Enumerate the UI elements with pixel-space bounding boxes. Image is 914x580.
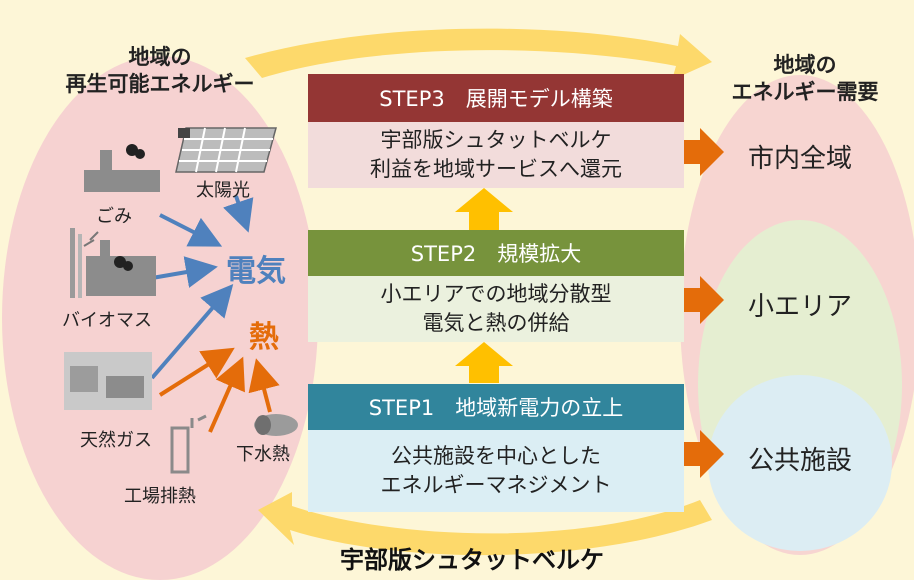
step1-body-line1: 公共施設を中心とした <box>391 444 601 468</box>
up-arrow-step2-to-step3 <box>455 188 513 230</box>
right-arrow-step3 <box>684 128 724 176</box>
source-factory-heat-label: 工場排熱 <box>124 486 196 507</box>
source-sewage-heat-label: 下水熱 <box>236 444 290 465</box>
demand-public-facilities-ellipse <box>708 375 892 551</box>
source-solar-label: 太陽光 <box>196 180 250 201</box>
demand-heading-line1: 地域の <box>773 53 837 77</box>
cycle-arrow-top <box>245 28 712 80</box>
factory-icon <box>170 414 207 474</box>
source-biomass-label: バイオマス <box>62 310 152 331</box>
step3-body: 宇部版シュタットベルケ 利益を地域サービスへ還元 <box>308 122 684 188</box>
arrow-gas-to-electricity <box>150 283 234 380</box>
arrow-garbage-to-electricity <box>159 213 223 247</box>
sewage-pipe-icon <box>254 414 298 436</box>
demand-small-area-label: 小エリア <box>747 292 852 322</box>
step3-header: STEP3 展開モデル構築 <box>308 74 684 122</box>
right-arrow-step1 <box>684 430 724 478</box>
electricity-label: 電気 <box>226 254 286 289</box>
step2-body-line2: 電気と熱の併給 <box>422 311 570 335</box>
demand-public-facilities-label: 公共施設 <box>747 446 852 476</box>
arrow-sewage-to-heat <box>248 358 280 413</box>
up-arrow-step1-to-step2 <box>455 342 513 383</box>
cycle-label: 宇部版シュタットベルケ <box>340 546 604 574</box>
biomass-icon <box>70 228 156 298</box>
step1-header: STEP1 地域新電力の立上 <box>308 384 684 430</box>
step1-body-line2: エネルギーマネジメント <box>380 473 612 497</box>
gas-plant-icon <box>64 352 152 410</box>
demand-heading-line2: エネルギー需要 <box>731 80 879 104</box>
step2-body: 小エリアでの地域分散型 電気と熱の併給 <box>308 276 684 342</box>
cycle-arrow-bottom <box>258 492 712 556</box>
heat-label: 熱 <box>249 320 279 355</box>
source-natural-gas-label: 天然ガス <box>80 430 152 451</box>
demand-citywide-label: 市内全域 <box>747 144 852 174</box>
garbage-plant-icon <box>84 144 160 192</box>
step2-header: STEP2 規模拡大 <box>308 230 684 276</box>
step3-body-line2: 利益を地域サービスへ還元 <box>370 157 622 181</box>
step1-body: 公共施設を中心とした エネルギーマネジメント <box>308 430 684 512</box>
right-arrow-step2 <box>684 276 724 324</box>
arrow-solar-to-electricity <box>223 195 254 233</box>
source-garbage-label: ごみ <box>96 206 132 227</box>
step2-body-line1: 小エリアでの地域分散型 <box>380 282 612 306</box>
supply-area-ellipse <box>2 56 318 580</box>
arrow-factory-to-heat <box>208 356 245 433</box>
demand-heading: 地域の エネルギー需要 <box>700 52 910 106</box>
supply-heading-line2: 再生可能エネルギー <box>65 72 255 96</box>
arrow-biomass-to-electricity <box>151 256 218 288</box>
step3-body-line1: 宇部版シュタットベルケ <box>380 128 612 152</box>
solar-panel-icon <box>175 127 277 173</box>
supply-heading: 地域の 再生可能エネルギー <box>40 44 280 98</box>
supply-heading-line1: 地域の <box>128 45 192 69</box>
